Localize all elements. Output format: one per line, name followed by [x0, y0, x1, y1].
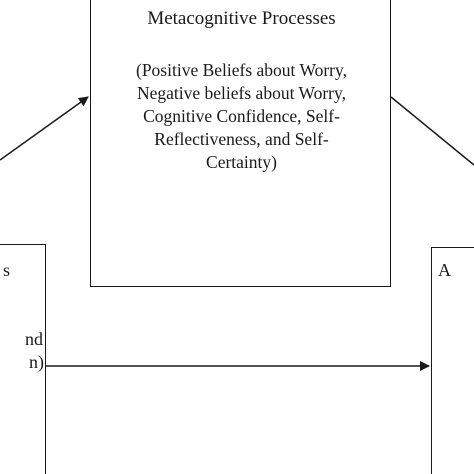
detail-line-1: (Positive Beliefs about Worry,: [136, 60, 347, 80]
arrow-center-to-right: [390, 96, 474, 166]
metacognitive-processes-detail: (Positive Beliefs about Worry, Negative …: [91, 59, 392, 174]
metacognitive-processes-box: Metacognitive Processes (Positive Belief…: [90, 0, 391, 287]
detail-line-3: Cognitive Confidence, Self-: [143, 106, 340, 126]
right-box-line-1: A: [438, 260, 451, 280]
detail-line-5: Certainty): [206, 152, 277, 172]
arrow-left-to-center: [0, 96, 89, 161]
left-box-line-1: s: [3, 260, 11, 280]
left-box-line-3: n): [29, 352, 44, 372]
detail-line-4: Reflectiveness, and Self-: [154, 129, 329, 149]
right-box: A: [431, 247, 474, 474]
left-box-line-2: nd: [25, 329, 43, 349]
detail-line-2: Negative beliefs about Worry,: [136, 83, 346, 103]
left-box: s nd n): [0, 244, 46, 474]
metacognitive-processes-title: Metacognitive Processes: [147, 8, 336, 29]
